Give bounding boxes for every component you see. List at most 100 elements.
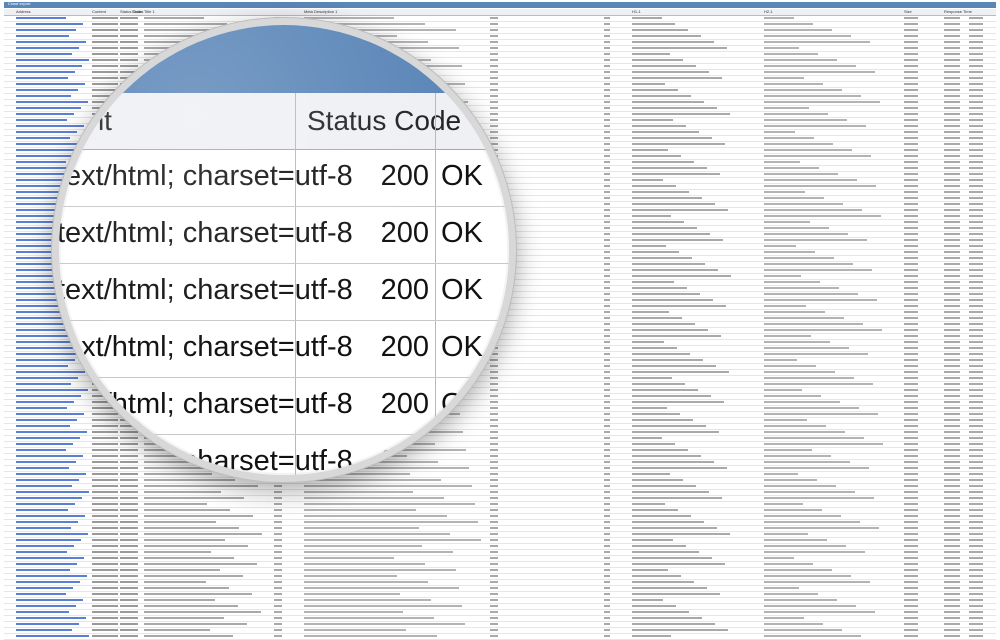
col-header-title[interactable]: Title 1 [144, 9, 155, 14]
title-cell [144, 551, 211, 553]
magnified-col-header-content[interactable]: ent [73, 105, 112, 136]
col-header-content[interactable]: Content [92, 9, 107, 14]
url-cell [16, 557, 84, 559]
table-row[interactable] [4, 16, 996, 22]
h1-cell [632, 245, 666, 247]
magnified-col-header-status-code[interactable]: Status Code [307, 105, 462, 136]
col-header-address[interactable]: Address [16, 9, 31, 14]
table-row[interactable] [4, 580, 996, 586]
h2-cell [764, 167, 819, 169]
meta-length-cell [490, 449, 498, 451]
table-row[interactable] [4, 502, 996, 508]
col-header-status[interactable]: Status [132, 9, 144, 14]
response-time-cell [944, 149, 960, 151]
meta-length-cell [490, 377, 498, 379]
h1-cell [632, 437, 662, 439]
h2-cell [764, 215, 881, 217]
col-header-meta[interactable]: Meta Description 1 [304, 9, 338, 14]
inlinks-cell [969, 89, 983, 91]
status-code-cell [120, 623, 138, 625]
table-row[interactable] [4, 616, 996, 622]
table-row[interactable] [4, 574, 996, 580]
table-row[interactable] [4, 592, 996, 598]
col-header-response-time[interactable]: Response Time [944, 9, 972, 14]
table-row[interactable] [4, 484, 996, 490]
col-header-status-code[interactable]: Status Code [120, 9, 143, 14]
table-row[interactable] [4, 508, 996, 514]
col-header-h2[interactable]: H2-1 [764, 9, 773, 14]
table-row[interactable] [4, 586, 996, 592]
meta-length-cell [274, 509, 282, 511]
magnifier-lens: ent Status Code text/html; charset=utf-8… [52, 18, 516, 482]
size-cell [904, 275, 918, 277]
response-time-cell [944, 371, 960, 373]
table-row[interactable] [4, 568, 996, 574]
url-cell [16, 59, 89, 61]
size-cell [904, 347, 918, 349]
response-time-cell [944, 89, 960, 91]
table-row[interactable] [4, 562, 996, 568]
response-time-cell [944, 521, 960, 523]
table-row[interactable] [4, 466, 996, 472]
col-header-h1[interactable]: H1-1 [632, 9, 641, 14]
table-row[interactable] [4, 550, 996, 556]
h1-cell [632, 527, 717, 529]
h1-cell [632, 503, 665, 505]
inlinks-cell [969, 353, 983, 355]
column-divider [295, 93, 296, 475]
meta-length-cell [490, 419, 498, 421]
h1-count-cell [604, 629, 610, 631]
url-cell [16, 539, 81, 541]
h1-count-cell [604, 437, 610, 439]
table-row[interactable] [4, 490, 996, 496]
url-cell [16, 41, 86, 43]
table-row[interactable] [4, 538, 996, 544]
h1-count-cell [604, 563, 610, 565]
h1-cell [632, 455, 701, 457]
h1-cell [632, 605, 676, 607]
table-row[interactable] [4, 544, 996, 550]
content-type-cell [92, 449, 118, 451]
response-time-cell [944, 365, 960, 367]
h1-count-cell [604, 341, 610, 343]
inlinks-cell [969, 521, 983, 523]
h1-cell [632, 485, 696, 487]
table-row[interactable] [4, 496, 996, 502]
h1-cell [632, 113, 730, 115]
table-row[interactable] [4, 598, 996, 604]
meta-length-cell [490, 629, 498, 631]
table-row[interactable] [4, 622, 996, 628]
table-row[interactable] [4, 610, 996, 616]
status-code-cell [120, 563, 138, 565]
table-row[interactable] [4, 478, 996, 484]
h1-cell [632, 611, 689, 613]
meta-length-cell [490, 485, 498, 487]
meta-length-cell [490, 431, 498, 433]
h2-cell [764, 287, 839, 289]
table-row[interactable] [4, 604, 996, 610]
size-cell [904, 377, 918, 379]
h1-count-cell [604, 407, 610, 409]
response-time-cell [944, 53, 960, 55]
response-time-cell [944, 335, 960, 337]
url-cell [16, 335, 79, 337]
table-row[interactable] [4, 532, 996, 538]
col-header-size[interactable]: Size [904, 9, 912, 14]
response-time-cell [944, 311, 960, 313]
table-row[interactable] [4, 514, 996, 520]
size-cell [904, 215, 918, 217]
h1-count-cell [604, 569, 610, 571]
table-row[interactable] [4, 526, 996, 532]
response-time-cell [944, 479, 960, 481]
table-row[interactable] [4, 556, 996, 562]
table-row[interactable] [4, 628, 996, 634]
status-value: OK [441, 388, 483, 420]
table-row[interactable] [4, 520, 996, 526]
h2-cell [764, 299, 877, 301]
